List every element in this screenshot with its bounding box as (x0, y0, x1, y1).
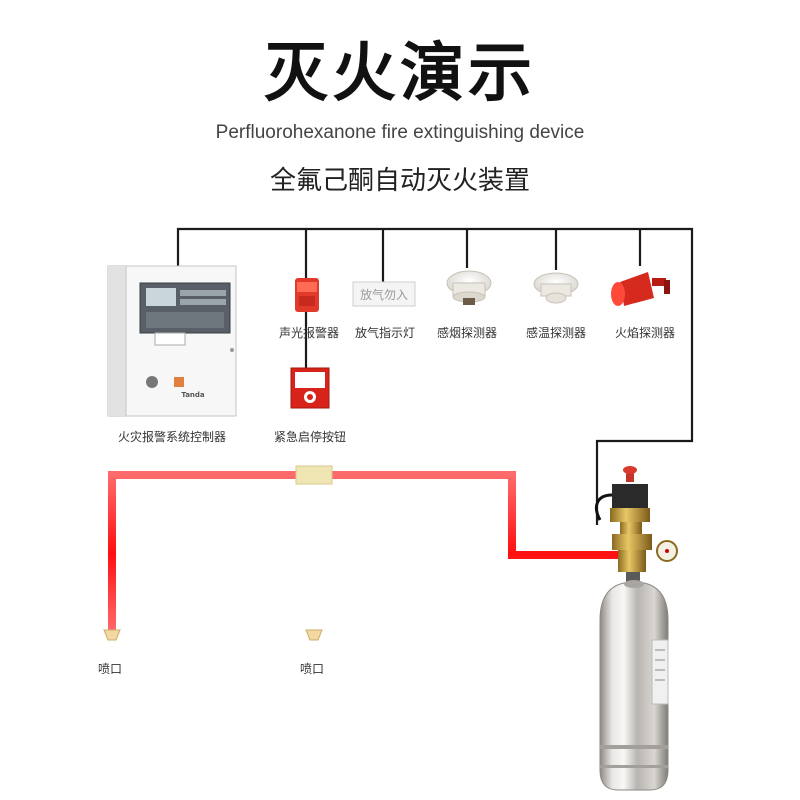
emergency-start-stop-button[interactable] (290, 367, 330, 409)
fire-alarm-controller (107, 265, 237, 417)
smoke-detector-icon (446, 270, 492, 305)
nozzle-label: 喷口 (98, 662, 123, 676)
heat-detector-icon (533, 272, 579, 304)
controller-label: 火灾报警系统控制器 (118, 430, 227, 444)
signal-wiring (176, 227, 694, 525)
discharge-light-label: 放气指示灯 (355, 326, 416, 340)
pipe-tee-fitting (295, 465, 333, 485)
discharge-sign-text: 放气勿入 (360, 287, 408, 302)
discharge-indicator-light (352, 281, 416, 307)
heat-detector-label: 感温探测器 (526, 326, 587, 340)
valve-assembly (595, 466, 678, 584)
smoke-detector-label: 感烟探测器 (437, 326, 498, 340)
sound-light-alarm-icon (295, 278, 319, 312)
sound-light-alarm-label: 声光报警器 (279, 326, 340, 340)
nozzle-right-icon (305, 629, 323, 641)
extinguishing-agent-cylinder (599, 580, 669, 791)
qr-code-icon (146, 376, 158, 388)
controller-brand: Tanda (181, 391, 205, 399)
page-title: 灭火演示 (264, 37, 536, 111)
discharge-pipe-network (108, 471, 620, 632)
cylinder-label (651, 639, 669, 705)
nozzle-label: 喷口 (300, 662, 325, 676)
subtitle-chinese: 全氟己酮自动灭火装置 (269, 166, 530, 196)
flame-detector-label: 火焰探测器 (615, 326, 676, 340)
flame-detector-icon (611, 272, 670, 306)
emergency-button-label: 紧急启停按钮 (274, 430, 347, 444)
nozzle-left-icon (103, 629, 121, 641)
subtitle-english: Perfluorohexanone fire extinguishing dev… (215, 122, 585, 143)
